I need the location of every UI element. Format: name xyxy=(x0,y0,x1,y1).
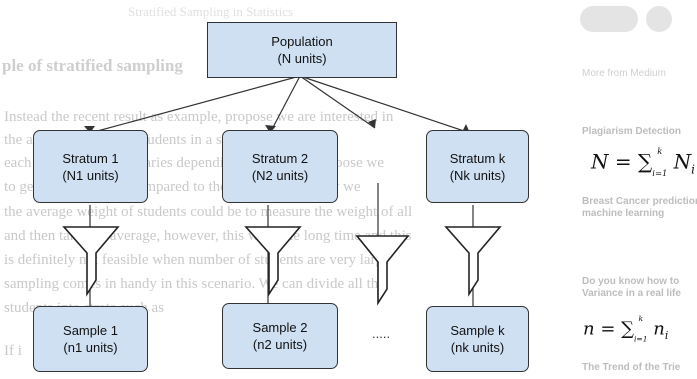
sidebar-heading: More from Medium xyxy=(582,68,666,79)
stratum-box: Stratum k (Nk units) xyxy=(426,130,529,203)
stratum-box: Stratum 1 (N1 units) xyxy=(33,130,148,203)
paragraph-line: Instead the recent result as example, pr… xyxy=(4,109,394,125)
top-note: Stratified Sampling in Statistics xyxy=(128,4,294,19)
stratum-title: Stratum k xyxy=(449,150,506,166)
sample-subtitle: (n2 units) xyxy=(252,337,308,352)
sidebar: More from Medium Plagiarism Detection Br… xyxy=(562,0,697,379)
paragraph-line: sampling comes in handy in this scenario… xyxy=(4,276,385,292)
sample-subtitle: (nk units) xyxy=(450,340,505,355)
sidebar-item[interactable]: The Trend of the Trie xyxy=(582,362,681,373)
paragraph-line: If i xyxy=(4,343,22,359)
population-subtitle: (N units) xyxy=(277,51,327,66)
stratum-box: Stratum 2 (N2 units) xyxy=(222,130,338,203)
funnel-icon xyxy=(244,226,302,297)
get-started-button[interactable] xyxy=(580,6,638,32)
stratum-subtitle: (Nk units) xyxy=(449,167,506,183)
article-heading: ple of stratified sampling xyxy=(2,56,183,75)
sidebar-item[interactable]: Variance in a real life xyxy=(582,288,681,299)
sidebar-item[interactable]: Do you know how to xyxy=(582,276,680,287)
sample-box: Sample 1 (n1 units) xyxy=(33,306,148,372)
population-title: Population xyxy=(271,34,333,49)
sidebar-item[interactable]: machine learning xyxy=(582,208,665,219)
sidebar-item[interactable]: Breast Cancer prediction xyxy=(582,196,697,207)
sample-title: Sample k xyxy=(450,323,505,338)
sidebar-item[interactable]: Plagiarism Detection xyxy=(582,126,681,137)
funnel-icon xyxy=(355,235,410,306)
paragraph-line: is definitely not feasible when number o… xyxy=(4,252,390,268)
stratum-title: Stratum 2 xyxy=(251,150,309,166)
population-box: Population (N units) xyxy=(207,22,397,78)
arrow-to-stratum-2 xyxy=(269,75,301,134)
stratum-title: Stratum 1 xyxy=(62,150,119,166)
sample-box: Sample k (nk units) xyxy=(426,306,529,372)
arrow-to-dots xyxy=(299,75,376,129)
stratum-subtitle: (N1 units) xyxy=(62,167,119,183)
stratum-subtitle: (N2 units) xyxy=(251,167,309,183)
avatar[interactable] xyxy=(646,6,672,32)
arrow-to-stratum-k xyxy=(299,75,471,134)
arrowhead-icon xyxy=(84,126,95,133)
arrow-to-stratum-1 xyxy=(89,75,301,134)
funnel-icon xyxy=(62,226,120,297)
sample-box: Sample 2 (n2 units) xyxy=(222,303,338,369)
sample-title: Sample 2 xyxy=(252,320,308,335)
ellipsis: ..... xyxy=(372,326,391,341)
paragraph-line: the average weight of students could be … xyxy=(4,204,413,220)
sample-subtitle: (n1 units) xyxy=(63,340,118,355)
arrowhead-icon xyxy=(265,125,276,133)
sample-title: Sample 1 xyxy=(63,323,118,338)
funnel-icon xyxy=(444,226,502,297)
arrowhead-icon xyxy=(368,119,376,128)
